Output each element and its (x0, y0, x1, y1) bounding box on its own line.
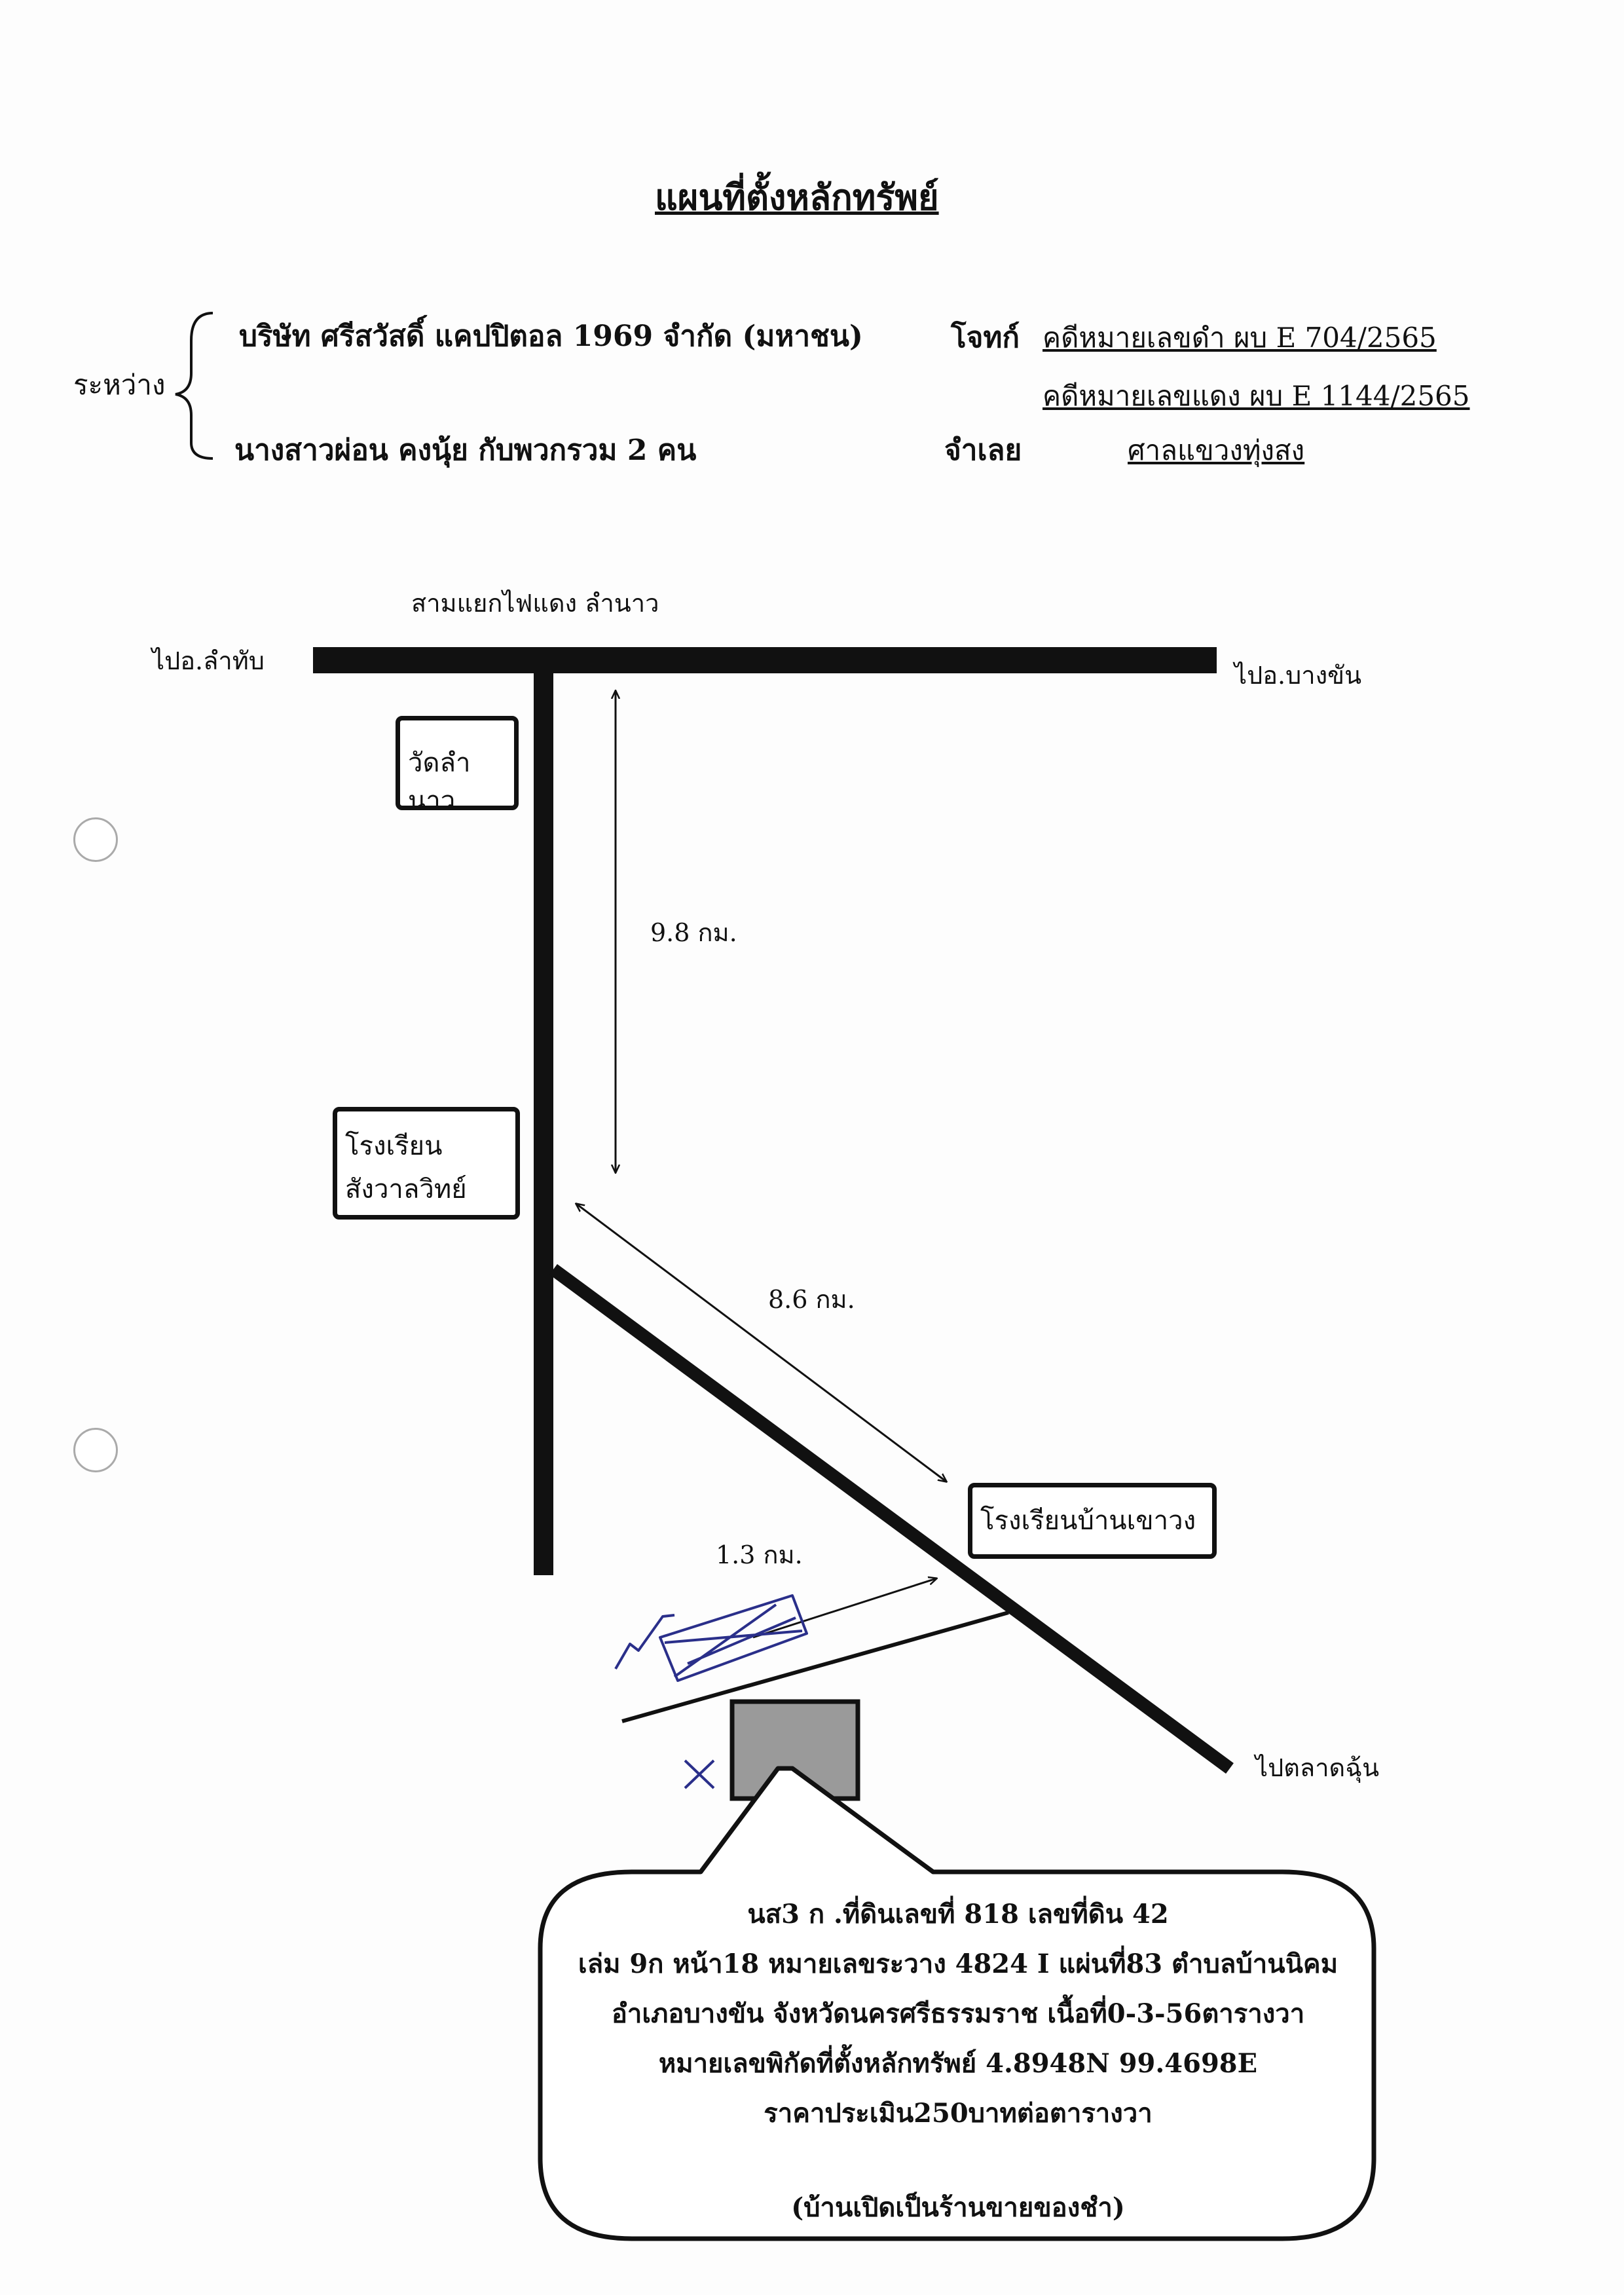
temple-landmark: วัดลำนาว (396, 716, 519, 816)
direction-west-label: ไปอ.ลำทับ (152, 646, 265, 675)
defendant-name: นางสาวผ่อน คงนุ้ย กับพวกรวม 2 คน (234, 434, 697, 467)
junction-label: สามแยกไฟแดง ลำนาว (411, 589, 659, 618)
info-line-5: ราคาประเมิน250บาทต่อตารางวา (764, 2098, 1153, 2129)
punch-hole (73, 1428, 118, 1472)
property-info-block: นส3 ก .ที่ดินเลขที่ 818 เลขที่ดิน 42 เล่… (536, 0, 1380, 2295)
info-line-2: เล่ม 9ก หน้า18 หมายเลขระวาง 4824 I แผ่นท… (578, 1949, 1338, 1979)
info-line-1: นส3 ก .ที่ดินเลขที่ 818 เลขที่ดิน 42 (747, 1899, 1169, 1930)
school-khaowong-landmark: โรงเรียนบ้านเขาวง (968, 1483, 1217, 1559)
plaintiff-name: บริษัท ศรีสวัสดิ์ แคปปิตอล 1969 จำกัด (ม… (239, 320, 863, 353)
plaintiff-role: โจทก์ (951, 321, 1020, 354)
distance-label-1: 9.8 กม. (650, 918, 737, 947)
distance-label-3: 1.3 กม. (716, 1540, 803, 1569)
defendant-role: จำเลย (944, 434, 1022, 467)
punch-hole (73, 817, 118, 862)
school-1-line2: สังวาลวิทย์ (345, 1174, 467, 1204)
distance-arrow-3 (752, 1578, 936, 1639)
red-case-number: คดีหมายเลขแดง ผบ E 1144/2565 (1043, 380, 1470, 412)
side-road (621, 1611, 1009, 1723)
branch-road (534, 658, 553, 1575)
info-line-6: (บ้านเปิดเป็นร้านขายของชำ) (791, 2192, 1125, 2223)
school-1-line1: โรงเรียน (345, 1131, 443, 1161)
hand-drawn-mark (614, 1594, 808, 1682)
main-road (313, 647, 1217, 673)
direction-market-label: ไปตลาดฉุ้น (1255, 1753, 1380, 1782)
info-line-3: อำเภอบางขัน จังหวัดนครศรีธรรมราช เนื้อที… (611, 1998, 1305, 2029)
black-case-number: คดีหมายเลขดำ ผบ E 704/2565 (1043, 322, 1437, 354)
cross-mark (684, 1759, 715, 1789)
distance-label-2: 8.6 กม. (768, 1285, 855, 1314)
direction-east-label: ไปอ.บางขัน (1234, 661, 1362, 690)
between-label: ระหว่าง (73, 369, 166, 401)
school-sangwanwit-landmark: โรงเรียน สังวาลวิทย์ (333, 1107, 520, 1220)
distance-arrow-2 (576, 1204, 946, 1482)
document-title: แผนที่ตั้งหลักทรัพย์ (655, 176, 939, 218)
court-name: ศาลแขวงทุ่งสง (1128, 434, 1305, 466)
info-callout (538, 1766, 1376, 2241)
info-line-4: หมายเลขพิกัดที่ตั้งหลักทรัพย์ 4.8948N 99… (658, 2048, 1258, 2079)
